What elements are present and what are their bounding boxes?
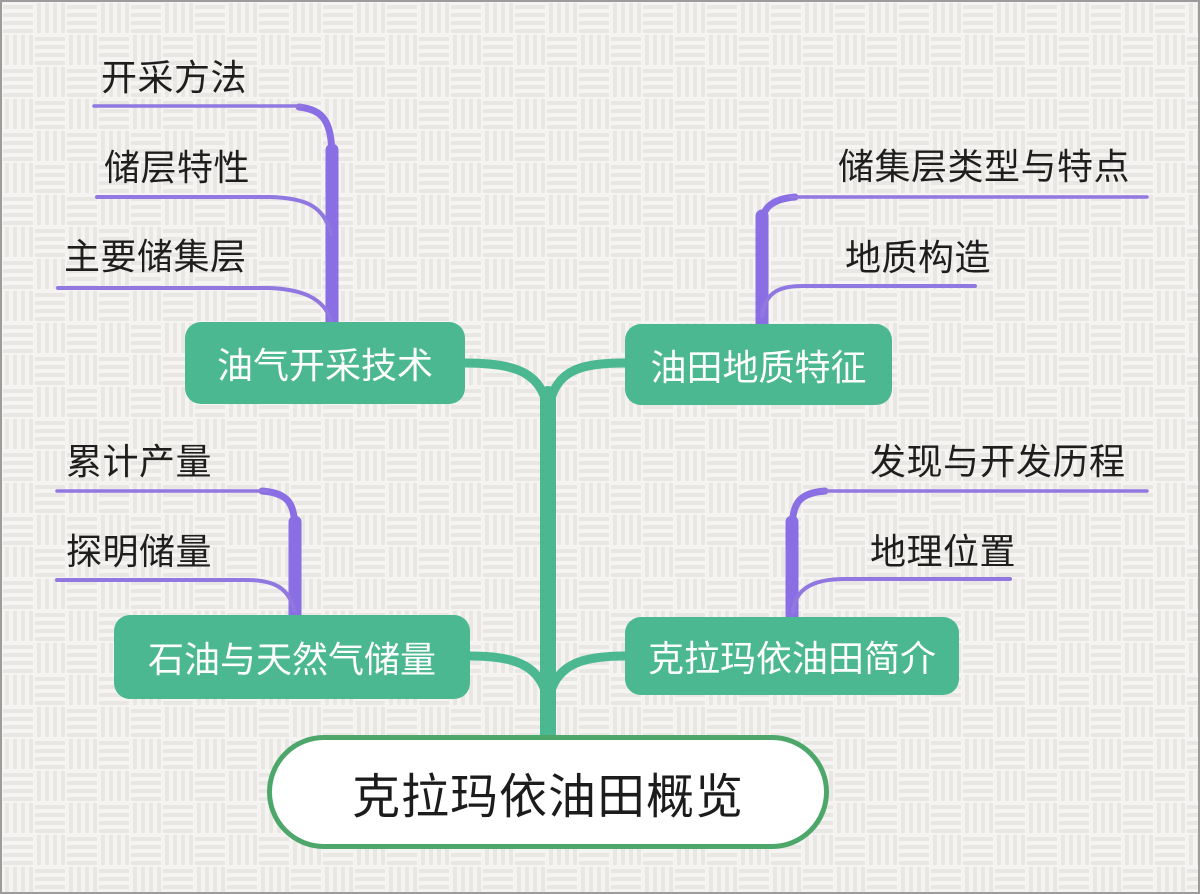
node-label: 油气开采技术 xyxy=(216,345,433,386)
trunk-connector-green xyxy=(460,358,630,750)
root-node[interactable]: 克拉玛依油田概览 xyxy=(267,735,829,849)
leaf-discovery-development-history[interactable]: 发现与开发历程 xyxy=(870,442,1126,482)
leaf-reservoir-properties[interactable]: 储层特性 xyxy=(104,148,251,188)
leaf-geographic-location[interactable]: 地理位置 xyxy=(870,532,1017,572)
node-label: 石油与天然气储量 xyxy=(147,639,436,680)
node-extraction-technology[interactable]: 油气开采技术 xyxy=(185,322,465,404)
branch-lines-extraction-technology xyxy=(56,103,339,332)
node-geological-features[interactable]: 油田地质特征 xyxy=(625,324,892,405)
leaf-reservoir-types-and-features[interactable]: 储集层类型与特点 xyxy=(838,147,1131,187)
root-label: 克拉玛依油田概览 xyxy=(351,771,744,824)
branch-lines-oilfield-introduction xyxy=(785,487,1149,623)
node-oilfield-introduction[interactable]: 克拉玛依油田简介 xyxy=(625,617,959,695)
branch-lines-oil-gas-reserves xyxy=(55,487,302,621)
leaf-geological-structure[interactable]: 地质构造 xyxy=(845,238,992,278)
leaf-main-reservoirs[interactable]: 主要储集层 xyxy=(64,237,247,277)
branch-lines-geological-features xyxy=(755,193,1149,332)
node-label: 克拉玛依油田简介 xyxy=(647,638,936,679)
leaf-cumulative-production[interactable]: 累计产量 xyxy=(66,442,213,482)
node-label: 油田地质特征 xyxy=(650,346,867,388)
node-oil-gas-reserves[interactable]: 石油与天然气储量 xyxy=(114,615,470,699)
leaf-proven-reserves[interactable]: 探明储量 xyxy=(66,532,213,572)
leaf-mining-methods[interactable]: 开采方法 xyxy=(101,58,248,98)
